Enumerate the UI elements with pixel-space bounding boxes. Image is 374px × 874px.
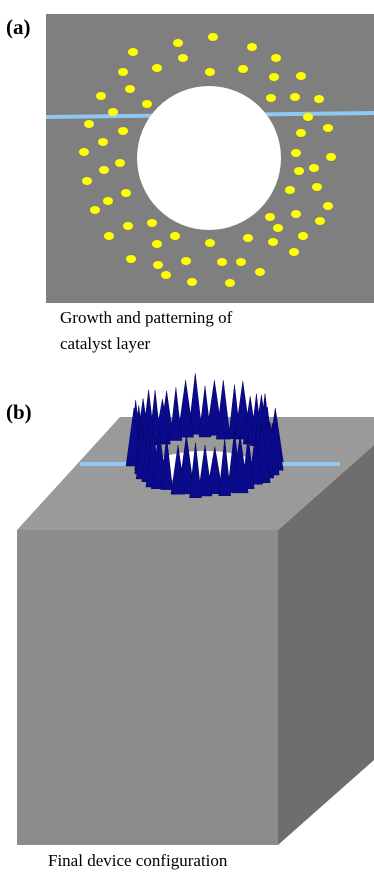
panel-a-label: (a) <box>6 15 31 39</box>
nanotube-cone <box>198 385 212 438</box>
catalyst-dot <box>309 164 319 172</box>
catalyst-dot <box>96 92 106 100</box>
catalyst-dot <box>266 94 276 102</box>
catalyst-dot <box>98 138 108 146</box>
catalyst-dot <box>118 68 128 76</box>
catalyst-dot <box>225 279 235 287</box>
catalyst-dot <box>303 113 313 121</box>
catalyst-dot <box>326 153 336 161</box>
nanotube-cone <box>188 373 203 435</box>
catalyst-dot <box>236 258 246 266</box>
catalyst-dot <box>181 257 191 265</box>
catalyst-dot <box>103 197 113 205</box>
catalyst-dot <box>152 240 162 248</box>
catalyst-dot <box>289 248 299 256</box>
catalyst-dot <box>142 100 152 108</box>
catalyst-dot <box>108 108 118 116</box>
catalyst-dot <box>290 93 300 101</box>
nanotube-cone <box>177 380 194 438</box>
catalyst-dot <box>82 177 92 185</box>
catalyst-dot <box>271 54 281 62</box>
catalyst-dot <box>268 238 278 246</box>
catalyst-dot <box>104 232 114 240</box>
block-front-face <box>17 530 278 845</box>
catalyst-dot <box>296 129 306 137</box>
catalyst-dot <box>296 72 306 80</box>
catalyst-dot <box>152 64 162 72</box>
panel-a-caption-line2: catalyst layer <box>60 334 151 353</box>
catalyst-dot <box>187 278 197 286</box>
catalyst-dot <box>238 65 248 73</box>
nanotube-cone <box>216 380 231 440</box>
catalyst-dot <box>243 234 253 242</box>
catalyst-dot <box>255 268 265 276</box>
catalyst-dot <box>291 149 301 157</box>
panel-b-label: (b) <box>6 400 32 424</box>
catalyst-dot <box>265 213 275 221</box>
panel-a-caption: Growth and patterning of catalyst layer <box>60 305 232 357</box>
nanotube-ring <box>125 373 284 498</box>
catalyst-dot <box>273 224 283 232</box>
catalyst-dot <box>323 124 333 132</box>
catalyst-dot <box>312 183 322 191</box>
catalyst-dot <box>147 219 157 227</box>
catalyst-dot <box>118 127 128 135</box>
catalyst-dot <box>173 39 183 47</box>
catalyst-dot <box>90 206 100 214</box>
block-right-face <box>278 445 374 845</box>
nanotube-cone <box>218 438 231 496</box>
catalyst-dot <box>323 202 333 210</box>
catalyst-dot <box>128 48 138 56</box>
nanotube-cone <box>160 436 173 490</box>
nanotube-cone <box>231 434 249 494</box>
panel-a-caption-line1: Growth and patterning of <box>60 308 233 327</box>
central-hole-a <box>137 86 281 230</box>
catalyst-dot <box>285 186 295 194</box>
catalyst-dots <box>79 33 336 287</box>
catalyst-dot <box>125 85 135 93</box>
catalyst-dot <box>205 239 215 247</box>
catalyst-dot <box>79 148 89 156</box>
catalyst-dot <box>314 95 324 103</box>
catalyst-dot <box>170 232 180 240</box>
catalyst-dot <box>205 68 215 76</box>
panel-b-caption: Final device configuration <box>48 851 228 870</box>
catalyst-dot <box>84 120 94 128</box>
catalyst-dot <box>298 232 308 240</box>
catalyst-dot <box>294 167 304 175</box>
catalyst-dot <box>99 166 109 174</box>
nanotube-cone <box>189 442 202 498</box>
catalyst-dot <box>115 159 125 167</box>
catalyst-dot <box>269 73 279 81</box>
catalyst-dot <box>208 33 218 41</box>
catalyst-dot <box>153 261 163 269</box>
catalyst-dot <box>291 210 301 218</box>
catalyst-dot <box>315 217 325 225</box>
catalyst-dot <box>126 255 136 263</box>
catalyst-dot <box>161 271 171 279</box>
catalyst-dot <box>178 54 188 62</box>
catalyst-dot <box>121 189 131 197</box>
catalyst-dot <box>247 43 257 51</box>
nanotube-cone <box>197 444 213 497</box>
nanotube-cone <box>169 387 183 441</box>
nanotube-cone <box>206 446 224 494</box>
nanotube-cone <box>170 445 186 495</box>
catalyst-dot <box>123 222 133 230</box>
catalyst-dot <box>217 258 227 266</box>
